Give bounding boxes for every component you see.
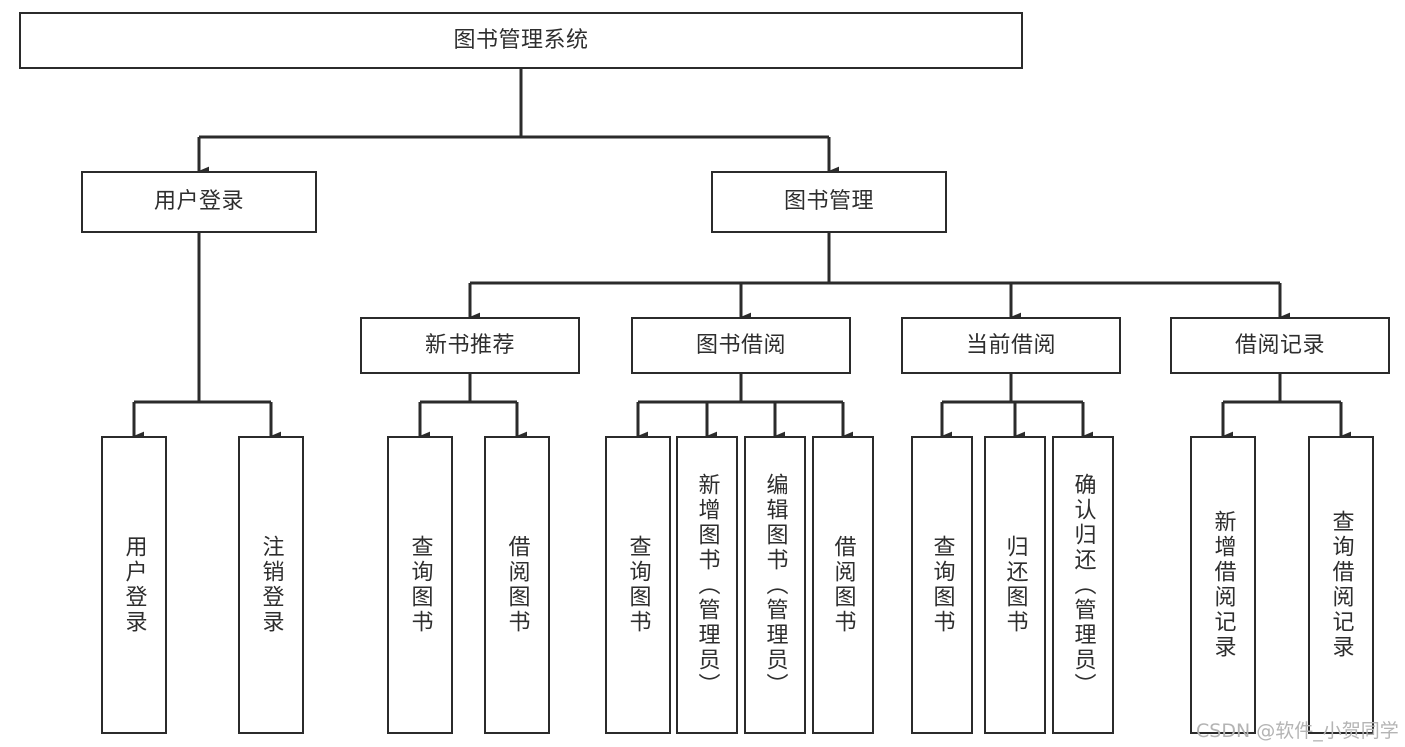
node-leaf-logout[interactable]: 注销登录 xyxy=(238,436,304,734)
node-label-user-login: 用户登录 xyxy=(153,189,244,215)
node-label-leaf-add-record: 新增借阅记录 xyxy=(1210,510,1236,660)
node-book-borrow[interactable]: 图书借阅 xyxy=(631,317,851,374)
node-label-leaf-query-book-3: 查询图书 xyxy=(929,535,955,635)
node-label-leaf-add-book: 新增图书（管理员） xyxy=(694,472,720,698)
node-leaf-return-book[interactable]: 归还图书 xyxy=(984,436,1046,734)
node-root[interactable]: 图书管理系统 xyxy=(19,12,1023,69)
node-leaf-query-book-2[interactable]: 查询图书 xyxy=(605,436,671,734)
node-new-book-rec[interactable]: 新书推荐 xyxy=(360,317,580,374)
node-label-book-borrow: 图书借阅 xyxy=(695,332,786,358)
node-label-borrow-record: 借阅记录 xyxy=(1234,332,1325,358)
node-leaf-query-book-3[interactable]: 查询图书 xyxy=(911,436,973,734)
node-leaf-borrow-book-2[interactable]: 借阅图书 xyxy=(812,436,874,734)
node-label-leaf-borrow-book-1: 借阅图书 xyxy=(504,535,530,635)
node-label-leaf-logout: 注销登录 xyxy=(258,535,284,635)
node-leaf-query-book-1[interactable]: 查询图书 xyxy=(387,436,453,734)
node-user-login[interactable]: 用户登录 xyxy=(81,171,317,233)
node-leaf-confirm-return[interactable]: 确认归还（管理员） xyxy=(1052,436,1114,734)
node-label-new-book-rec: 新书推荐 xyxy=(424,332,515,358)
node-leaf-add-book[interactable]: 新增图书（管理员） xyxy=(676,436,738,734)
node-label-leaf-query-book-1: 查询图书 xyxy=(407,535,433,635)
node-label-leaf-user-login: 用户登录 xyxy=(121,535,147,635)
node-leaf-borrow-book-1[interactable]: 借阅图书 xyxy=(484,436,550,734)
node-leaf-edit-book[interactable]: 编辑图书（管理员） xyxy=(744,436,806,734)
node-label-leaf-edit-book: 编辑图书（管理员） xyxy=(762,472,788,698)
node-label-root: 图书管理系统 xyxy=(453,27,589,53)
node-leaf-user-login[interactable]: 用户登录 xyxy=(101,436,167,734)
node-current-borrow[interactable]: 当前借阅 xyxy=(901,317,1121,374)
node-book-manage[interactable]: 图书管理 xyxy=(711,171,947,233)
node-label-leaf-query-book-2: 查询图书 xyxy=(625,535,651,635)
node-label-leaf-borrow-book-2: 借阅图书 xyxy=(830,535,856,635)
node-borrow-record[interactable]: 借阅记录 xyxy=(1170,317,1390,374)
node-leaf-query-record[interactable]: 查询借阅记录 xyxy=(1308,436,1374,734)
node-leaf-add-record[interactable]: 新增借阅记录 xyxy=(1190,436,1256,734)
node-label-current-borrow: 当前借阅 xyxy=(965,332,1056,358)
node-label-leaf-return-book: 归还图书 xyxy=(1002,535,1028,635)
node-label-book-manage: 图书管理 xyxy=(783,189,874,215)
node-label-leaf-confirm-return: 确认归还（管理员） xyxy=(1070,472,1096,698)
node-label-leaf-query-record: 查询借阅记录 xyxy=(1328,510,1354,660)
